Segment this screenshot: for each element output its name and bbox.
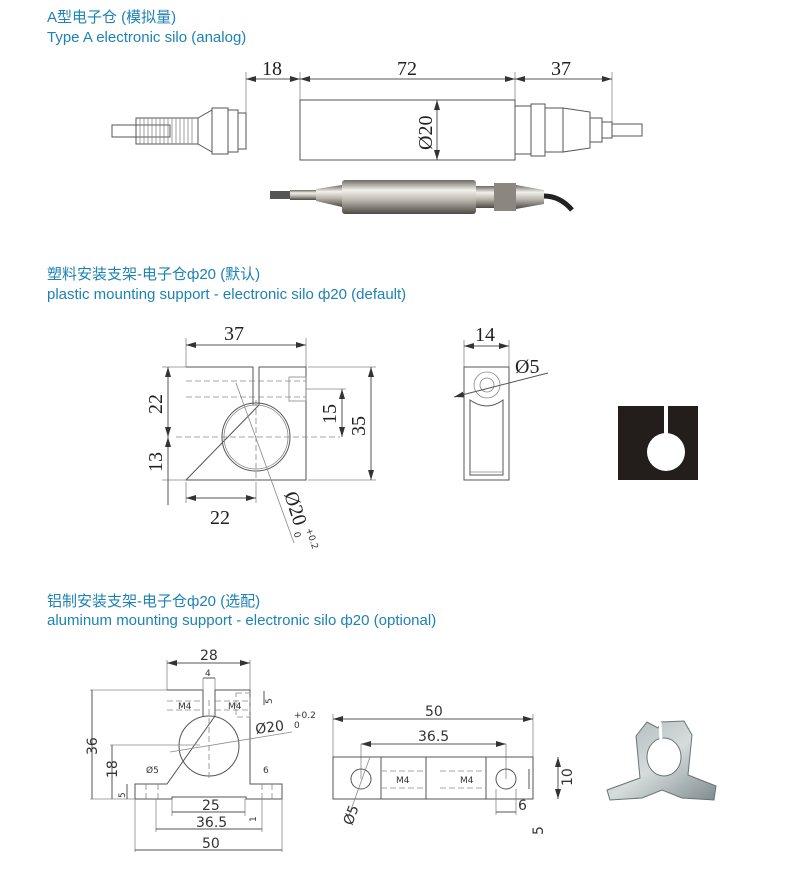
bore-tolerance-upper: +0.2 [303,527,319,551]
dim-50-top: 50 [425,704,443,720]
dim-36: 36 [85,737,101,755]
dim-35: 35 [348,416,370,436]
dim-72: 72 [397,58,417,80]
aluminum-support-top-view: 50 36.5 M4 M4 Ø5 10 6 5 [332,704,576,835]
dim-5-top: 5 [531,826,547,835]
dim-hole-5-top: Ø5 [341,803,363,827]
dim-10: 10 [560,768,576,786]
section-a-title-zh: A型电子仓 (模拟量) [47,9,177,26]
section-a-title-en: Type A electronic silo (analog) [47,29,247,46]
dim-36-5: 36.5 [196,815,227,831]
dim-28: 28 [200,648,218,664]
plastic-title-en: plastic mounting support - electronic si… [47,286,407,303]
dim-hole-5: Ø5 [515,356,539,378]
label-m4-top-right: M4 [460,776,474,786]
plastic-title-zh: 塑料安装支架-电子仓ф20 (默认) [47,266,261,283]
dim-22-left: 22 [145,394,167,414]
plastic-support-front-view: 37 22 13 15 35 22 Ø20 +0.2 0 [145,323,376,551]
dim-hole-5-alu: Ø5 [146,765,159,776]
sensor-photo [270,180,574,214]
label-m4-left: M4 [178,702,192,712]
sensor-dimension-drawing: 18 72 37 Ø20 [111,58,643,161]
dim-37: 37 [551,58,571,80]
dim-18: 18 [105,760,121,778]
bore-tolerance-lower: 0 [291,531,302,540]
dim-6-top: 6 [518,798,527,814]
aluminum-support-photo [606,720,717,801]
label-m4-top-left: M4 [396,776,410,786]
dim-18: 18 [262,58,282,80]
dim-5-flange: 5 [118,792,128,798]
dim-13: 13 [145,452,167,472]
plastic-support-side-view: 14 Ø5 [453,324,549,481]
aluminum-title-zh: 铝制安装支架-电子仓ф20 (选配) [47,593,261,610]
dim-bore-20: Ø20 [279,489,311,529]
dim-36-5-top: 36.5 [418,729,449,745]
bore-tolerance-lower-alu: 0 [294,721,300,731]
dim-15: 15 [319,404,341,424]
dim-14: 14 [475,324,495,346]
dim-50: 50 [202,836,220,852]
dim-bore-20-alu: Ø20 [254,718,285,738]
dim-25: 25 [202,798,220,814]
aluminum-title-en: aluminum mounting support - electronic s… [47,612,437,629]
aluminum-support-front-view: 28 4 M4 M4 5 Ø20 +0.2 0 36 18 5 Ø5 6 25 … [85,648,316,852]
label-m4-right: M4 [228,702,242,712]
dim-37-plastic: 37 [224,323,244,345]
dim-5-screw: 5 [265,698,275,704]
dim-diameter-20: Ø20 [415,116,437,150]
dim-4: 4 [205,669,211,679]
dim-22-bottom: 22 [210,507,230,529]
dim-6-alu: 6 [263,766,269,776]
bore-tolerance-upper-alu: +0.2 [294,711,316,721]
dim-1: 1 [249,816,259,822]
plastic-support-photo [618,406,698,480]
